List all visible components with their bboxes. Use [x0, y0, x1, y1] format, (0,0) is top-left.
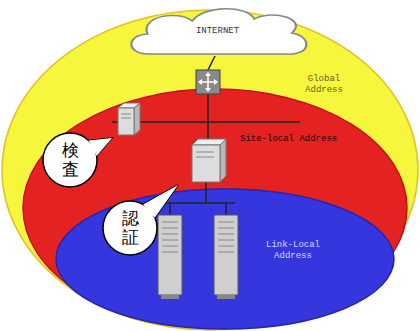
region-label: Link-Local Address	[262, 240, 324, 262]
callout-text: 検査	[62, 141, 79, 178]
region-label: Site-local Address	[240, 134, 337, 145]
tower-wire	[225, 203, 227, 215]
callout-bubble: 検査	[42, 132, 98, 188]
tower-slot	[218, 228, 234, 229]
router-symbol	[196, 70, 220, 94]
tower-slot	[218, 222, 234, 223]
tower-server-symbol	[214, 215, 238, 299]
tower-wire	[169, 203, 171, 215]
server-wire	[205, 180, 207, 203]
tower-slot	[218, 234, 234, 235]
tower-server-symbol	[158, 215, 182, 299]
server-symbol	[118, 103, 140, 135]
internet-cloud: INTERNET	[120, 2, 315, 60]
tower-slot	[162, 240, 178, 241]
tower-slot	[162, 222, 178, 223]
region-label: INTERNET	[120, 26, 315, 37]
region-label: Global Address	[300, 74, 348, 96]
callout-bubble: 認証	[102, 200, 158, 256]
tower-slot	[162, 234, 178, 235]
callout-text: 認証	[122, 209, 139, 246]
tower-slot	[162, 228, 178, 229]
server-symbol	[192, 139, 226, 182]
tower-slot	[218, 246, 234, 247]
tower-slot	[218, 252, 234, 253]
router-wire	[207, 94, 209, 140]
tower-slot	[218, 240, 234, 241]
link-bus	[165, 202, 235, 204]
tower-slot	[162, 252, 178, 253]
tower-slot	[162, 246, 178, 247]
